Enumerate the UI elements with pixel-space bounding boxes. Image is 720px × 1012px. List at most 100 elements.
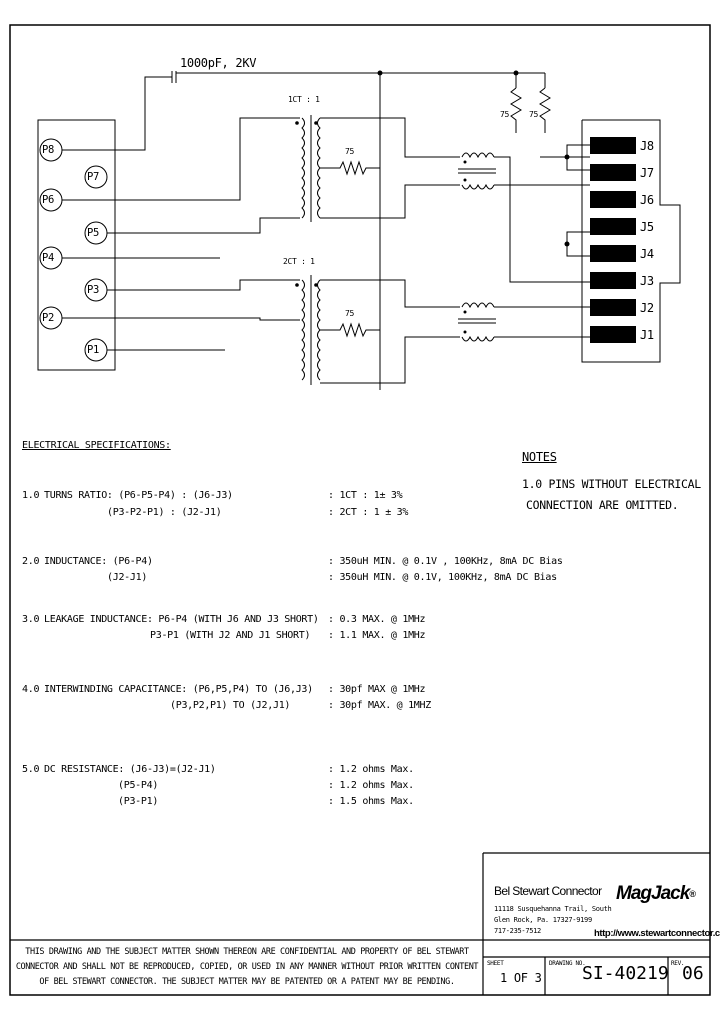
spec-value: : 2CT : 1 ± 3% <box>328 507 409 518</box>
drawing-number: SI-40219 <box>582 963 669 984</box>
jack-contact <box>590 218 636 235</box>
wire <box>320 117 460 158</box>
drawing-border <box>9 24 711 996</box>
spec-value: : 1.5 ohms Max. <box>328 796 414 807</box>
pin-label-p8: P8 <box>42 144 55 156</box>
jack-label-j2: J2 <box>640 301 654 315</box>
spec-value: : 1.2 ohms Max. <box>328 780 414 791</box>
pin-label-p3: P3 <box>87 284 100 296</box>
wire <box>320 336 460 384</box>
spec-value: : 30pf MAX. @ 1MHZ <box>328 700 431 711</box>
resistor-wire <box>320 160 380 176</box>
bottom-ratio-label: 2CT : 1 <box>283 257 315 266</box>
registered-mark: ® <box>689 889 696 899</box>
junction-dot <box>377 70 383 76</box>
pin-label-p7: P7 <box>87 171 100 183</box>
choke-coil <box>461 183 495 190</box>
confidential-notice: OF BEL STEWART CONNECTOR. THE SUBJECT MA… <box>39 977 455 987</box>
polarity-dot <box>463 330 467 334</box>
spec-number: 1.0 <box>22 490 40 501</box>
spec-value: : 350uH MIN. @ 0.1V , 100KHz, 8mA DC Bia… <box>328 556 563 567</box>
polarity-dot <box>295 121 299 125</box>
transformer-coil <box>301 279 305 381</box>
resistor-wire <box>510 87 522 133</box>
spec-label: (P5-P4) <box>118 780 159 791</box>
polarity-dot <box>314 121 318 125</box>
company-url[interactable]: http://www.stewartconnector.com <box>594 928 720 939</box>
jack-contact <box>590 326 636 343</box>
spec-value: : 0.3 MAX. @ 1MHz <box>328 614 426 625</box>
choke-coil <box>461 302 495 309</box>
resistor-wire <box>320 322 380 338</box>
spec-label: (P3,P2,P1) TO (J2,J1) <box>170 700 291 711</box>
logo-text: MagJack <box>616 883 690 904</box>
spec-number: 3.0 <box>22 614 40 625</box>
spec-number: 5.0 <box>22 764 40 775</box>
spec-heading: ELECTRICAL SPECIFICATIONS: <box>22 440 171 451</box>
pin-label-p1: P1 <box>87 344 100 356</box>
spec-label: (P3-P2-P1) : (J2-J1) <box>107 507 222 518</box>
spec-label: (J2-J1) <box>107 572 148 583</box>
spec-label: (P3-P1) <box>118 796 159 807</box>
polarity-dot <box>463 178 467 182</box>
spec-value: : 1.1 MAX. @ 1MHz <box>328 630 426 641</box>
polarity-dot <box>314 283 318 287</box>
pin-label-p5: P5 <box>87 227 100 239</box>
rev-label: REV. <box>671 960 685 967</box>
resistor-wire <box>539 87 551 133</box>
jack-contact <box>590 245 636 262</box>
magjack-logo: MagJack® <box>616 884 696 903</box>
spec-label: INDUCTANCE: (P6-P4) <box>44 556 153 567</box>
pin-circle <box>84 165 108 189</box>
connector-block-left <box>37 119 116 371</box>
wire <box>62 76 172 151</box>
spec-label: TURNS RATIO: (P6-P5-P4) : (J6-J3) <box>44 490 233 501</box>
jack-label-j1: J1 <box>640 328 654 342</box>
jack-label-j7: J7 <box>640 166 654 180</box>
jack-contact <box>590 272 636 289</box>
spec-number: 2.0 <box>22 556 40 567</box>
drawing-no-label: DRAWING NO. <box>549 960 586 967</box>
spec-value: : 1CT : 1± 3% <box>328 490 403 501</box>
jack-label-j3: J3 <box>640 274 654 288</box>
capacitor-label: 1000pF, 2KV <box>180 56 257 70</box>
polarity-dot <box>295 283 299 287</box>
jack-contact <box>590 164 636 181</box>
notes-line: 1.0 PINS WITHOUT ELECTRICAL <box>522 477 701 491</box>
wire <box>107 217 300 234</box>
spec-value: : 1.2 ohms Max. <box>328 764 414 775</box>
polarity-dot <box>463 310 467 314</box>
spec-label: P3-P1 (WITH J2 AND J1 SHORT) <box>150 630 311 641</box>
wire <box>320 279 460 308</box>
company-address: 11118 Susquehanna Trail, South <box>494 905 612 913</box>
spec-value: : 30pf MAX @ 1MHz <box>328 684 426 695</box>
wire <box>62 117 300 201</box>
resistor-label-top: 75 <box>345 147 355 156</box>
spec-number: 4.0 <box>22 684 40 695</box>
jack-contact <box>590 299 636 316</box>
revision-number: 06 <box>682 963 704 984</box>
jack-housing <box>581 119 681 363</box>
top-ratio-label: 1CT : 1 <box>288 95 320 104</box>
wire <box>107 279 300 291</box>
confidential-notice: CONNECTOR AND SHALL NOT BE REPRODUCED, C… <box>15 962 479 972</box>
spec-label: DC RESISTANCE: (J6-J3)=(J2-J1) <box>44 764 216 775</box>
term-resistor-label-b: 75 <box>529 110 539 119</box>
polarity-dot <box>463 160 467 164</box>
pin-label-p4: P4 <box>42 252 55 264</box>
pin-label-p6: P6 <box>42 194 55 206</box>
jack-contact <box>590 191 636 208</box>
transformer-coil <box>317 279 321 381</box>
sheet-label: SHEET <box>487 960 504 967</box>
company-phone: 717-235-7512 <box>494 927 541 935</box>
jack-label-j5: J5 <box>640 220 654 234</box>
company-name: Bel Stewart Connector <box>494 884 602 898</box>
choke-coil <box>461 152 495 159</box>
wire <box>320 184 460 219</box>
jack-label-j4: J4 <box>640 247 654 261</box>
junction-dot <box>513 70 519 76</box>
jack-label-j8: J8 <box>640 139 654 153</box>
spec-label: INTERWINDING CAPACITANCE: (P6,P5,P4) TO … <box>44 684 313 695</box>
pin-label-p2: P2 <box>42 312 55 324</box>
